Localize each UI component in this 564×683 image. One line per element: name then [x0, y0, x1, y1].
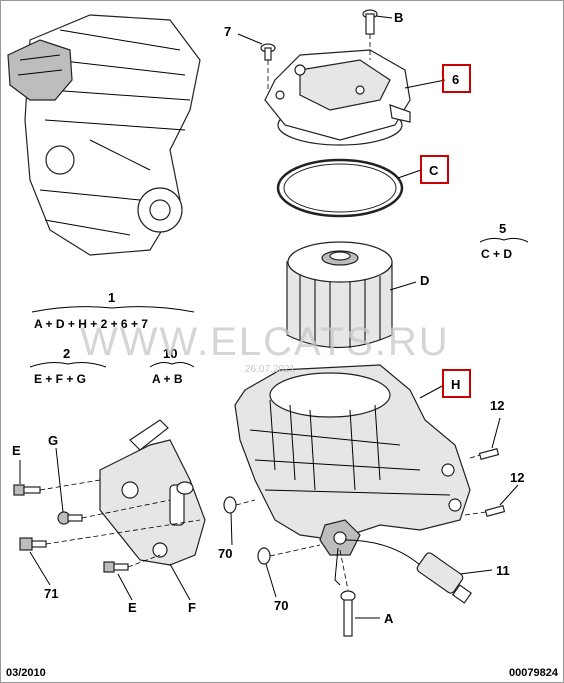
kit-5: 5 C + D — [479, 221, 529, 261]
kit-1-contents: A + D + H + 2 + 6 + 7 — [34, 317, 148, 331]
bolt-part-71 — [19, 519, 201, 551]
callout-c: C — [429, 163, 439, 178]
kit-2-number: 2 — [63, 346, 70, 361]
stud-part-12-lower — [464, 505, 506, 517]
highlight-box-c — [420, 155, 449, 184]
leader-lines — [19, 15, 519, 619]
callout-12-lower: 12 — [510, 470, 524, 485]
kit-2-contents: E + F + G — [34, 372, 86, 386]
callout-12-upper: 12 — [490, 398, 504, 413]
bolt-part-e-bottom — [103, 554, 161, 573]
filter-head-part-6 — [264, 49, 411, 146]
washer-part-70-lower — [257, 544, 321, 565]
callout-71: 71 — [44, 586, 58, 601]
footer-reference-number: 00079824 — [509, 667, 558, 679]
kit-1: 1 A + D + H + 2 + 6 + 7 — [31, 290, 195, 331]
kit-10-contents: A + B — [152, 372, 183, 386]
filter-housing-part-h — [234, 364, 471, 556]
stud-part-12-upper — [469, 448, 500, 460]
callout-e-bottom: E — [128, 600, 137, 615]
kit-10: 10 A + B — [149, 346, 195, 386]
footer-date: 03/2010 — [6, 667, 46, 679]
highlight-box-6 — [442, 64, 471, 93]
callout-d: D — [420, 273, 429, 288]
callout-11: 11 — [496, 563, 510, 578]
callout-g: G — [48, 433, 58, 448]
callout-70-upper: 70 — [218, 546, 232, 561]
kit-10-number: 10 — [163, 346, 177, 361]
kit-5-contents: C + D — [481, 247, 512, 261]
washer-part-70-upper — [223, 496, 256, 514]
watermark-date: 26.07.2021 — [245, 364, 295, 375]
bolt-part-e-left — [13, 479, 101, 496]
fuel-filter-highlight-thumbnail — [7, 39, 73, 101]
callout-6: 6 — [452, 72, 459, 87]
callout-7: 7 — [224, 24, 231, 39]
drain-screw-part-a — [339, 549, 356, 637]
callout-f: F — [188, 600, 196, 615]
kit-2: 2 E + F + G — [29, 346, 107, 386]
watermark: WWW.ELCATS.RU — [80, 320, 450, 364]
kit-5-number: 5 — [499, 221, 506, 236]
callout-h: H — [451, 377, 460, 392]
callout-e-left: E — [12, 443, 21, 458]
screw-part-7 — [260, 43, 276, 90]
callout-70-lower: 70 — [274, 598, 288, 613]
bolt-part-g — [57, 499, 171, 525]
callout-b: B — [394, 10, 403, 25]
bleed-screw-part-b — [362, 9, 378, 60]
seal-ring-part-c — [276, 158, 404, 218]
filter-cartridge-part-d — [286, 241, 393, 348]
bracket-part-f — [99, 419, 206, 566]
engine-overview-thumbnail — [7, 14, 201, 256]
sensor-part-11 — [344, 539, 473, 604]
kit-1-number: 1 — [108, 290, 115, 305]
callout-a: A — [384, 611, 394, 626]
highlight-box-h — [442, 369, 471, 398]
